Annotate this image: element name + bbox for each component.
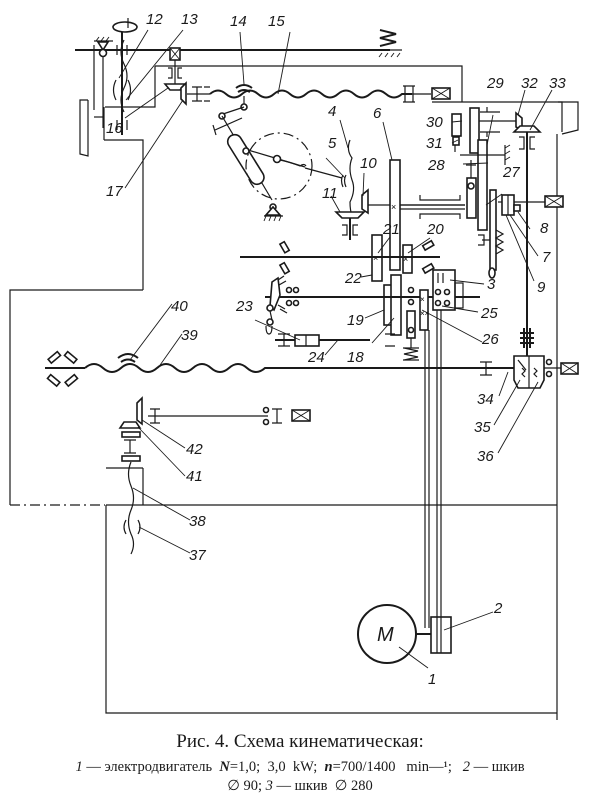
lead-screw-15: [209, 89, 412, 99]
label-20: 20: [426, 221, 444, 238]
label-39: 39: [181, 327, 198, 344]
kinematic-diagram: × × × × ××: [9, 11, 579, 720]
label-36: 36: [477, 448, 494, 465]
label-25: 25: [480, 305, 498, 322]
figure-caption-line-2: ∅ 90; 3 — шкив ∅ 280: [0, 778, 600, 795]
label-27: 27: [502, 164, 520, 181]
motor-symbol: M: [377, 624, 394, 646]
label-30: 30: [426, 114, 443, 131]
label-21: 21: [382, 221, 400, 238]
label-41: 41: [186, 468, 203, 485]
label-22: 22: [344, 270, 362, 287]
label-35: 35: [474, 419, 491, 436]
label-32: 32: [521, 75, 538, 92]
label-9: 9: [537, 279, 546, 296]
label-2: 2: [493, 600, 503, 617]
caption-part: 2: [462, 759, 470, 775]
machine-frame: [9, 45, 579, 720]
part-number-labels: 12 13 14 15 16 17 4 5 6 10 11 21 20 22 3…: [106, 11, 566, 688]
clutch-23-24: [265, 275, 395, 347]
label-8: 8: [540, 220, 549, 237]
caption-part: n: [324, 759, 333, 775]
label-28: 28: [427, 157, 445, 174]
label-10: 10: [360, 155, 377, 172]
caption-part: =1,0; 3,0 kW;: [229, 759, 325, 775]
label-15: 15: [268, 13, 285, 30]
label-26: 26: [481, 331, 499, 348]
label-23: 23: [235, 298, 253, 315]
svg-text:×: ×: [420, 295, 425, 304]
right-shaft-assembly: [451, 107, 579, 389]
label-14: 14: [230, 13, 247, 30]
caption-part: — шкив: [469, 759, 525, 775]
caption-part: 3: [265, 778, 273, 794]
label-3: 3: [487, 276, 496, 293]
label-42: 42: [186, 441, 203, 458]
label-1: 1: [428, 671, 436, 688]
lever-linkage: [212, 106, 343, 222]
svg-text:×: ×: [403, 254, 408, 264]
label-34: 34: [477, 391, 494, 408]
label-5: 5: [328, 135, 337, 152]
svg-text:××: ××: [420, 309, 430, 318]
handwheel-assembly: [94, 18, 138, 135]
label-19: 19: [347, 312, 364, 329]
label-12: 12: [146, 11, 163, 28]
caption-part: ∅ 90;: [227, 778, 266, 794]
caption-part: =700/1400 min—¹;: [332, 759, 463, 775]
label-40: 40: [171, 298, 188, 315]
label-38: 38: [189, 513, 206, 530]
leader-lines: [118, 29, 553, 669]
caption-part: N: [219, 759, 230, 775]
label-6: 6: [373, 105, 382, 122]
label-29: 29: [486, 75, 504, 92]
gear-train-center: × × × × ××: [240, 159, 480, 628]
bevel-gears-16-17: [163, 47, 210, 106]
caption-part: — электродвигатель: [82, 759, 220, 775]
label-4: 4: [328, 103, 336, 120]
lower-bevel-assembly: [118, 396, 311, 555]
svg-text:×: ×: [391, 202, 396, 212]
label-24: 24: [307, 349, 325, 366]
motor-assembly: M: [357, 604, 452, 664]
label-7: 7: [542, 249, 551, 266]
figure-caption-line-1: 1 — электродвигатель N=1,0; 3,0 kW; n=70…: [0, 759, 600, 776]
label-18: 18: [347, 349, 364, 366]
label-31: 31: [426, 135, 443, 152]
label-37: 37: [189, 547, 206, 564]
caption-part: — шкив ∅ 280: [272, 778, 373, 794]
top-spring: [378, 29, 402, 58]
label-11: 11: [322, 185, 338, 202]
lead-screw-39: [45, 350, 520, 388]
figure-title: Рис. 4. Схема кинематическая:: [176, 731, 424, 752]
bearing-symbol: [278, 239, 435, 275]
label-33: 33: [549, 75, 566, 92]
label-16: 16: [106, 120, 123, 137]
caption-part: 1: [75, 759, 83, 775]
label-17: 17: [106, 183, 123, 200]
bearing-symbol: [46, 350, 79, 388]
screw-end-bearing: [403, 85, 451, 103]
label-13: 13: [181, 11, 198, 28]
